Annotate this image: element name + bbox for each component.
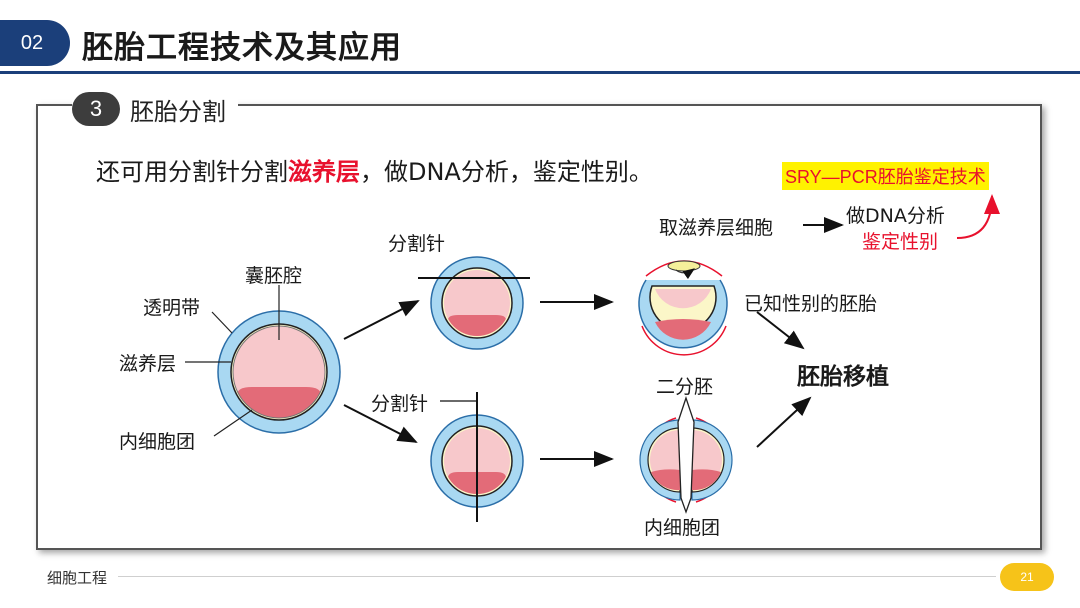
sry-pcr-badge: SRY—PCR胚胎鉴定技术 [782, 162, 989, 190]
footer-label: 细胞工程 [47, 569, 108, 587]
label-inner-cell-mass: 内细胞团 [119, 431, 196, 453]
section-number-badge: 02 [0, 20, 70, 66]
main-sentence-after: ，做DNA分析，鉴定性别。 [360, 158, 653, 186]
top-embryo [418, 256, 530, 350]
subsection-title: 胚胎分割 [130, 97, 226, 126]
main-sentence-highlight: 滋养层 [288, 158, 360, 186]
label-inner-cell-mass-bottom: 内细胞团 [644, 517, 721, 539]
label-needle-bottom: 分割针 [371, 393, 429, 415]
bottom-embryo [430, 392, 524, 522]
subsection-header: 3 胚胎分割 [72, 90, 238, 128]
page-number-badge: 21 [1000, 563, 1054, 591]
label-sex-identification: 鉴定性别 [862, 231, 939, 253]
arrow-to-bottom-embryo [343, 404, 418, 443]
label-half-embryo: 二分胚 [656, 376, 714, 398]
label-zona-pellucida: 透明带 [143, 297, 201, 319]
arrow-to-sry-badge [956, 194, 1000, 239]
arrow-to-transfer-bottom [756, 396, 812, 448]
arrow-to-transfer-top [756, 311, 805, 350]
label-trophoblast: 滋养层 [119, 353, 177, 375]
label-needle-top: 分割针 [388, 233, 446, 255]
page-title: 胚胎工程技术及其应用 [82, 30, 402, 66]
split-gap-arrow [677, 395, 695, 514]
footer-divider [118, 576, 996, 577]
label-known-sex-embryo: 已知性别的胚胎 [744, 293, 878, 315]
label-blastocoel: 囊胚腔 [245, 265, 303, 287]
main-sentence-before: 还可用分割针分割 [96, 158, 288, 186]
sexed-embryo [638, 260, 728, 356]
header-divider [0, 71, 1080, 74]
main-sentence: 还可用分割针分割滋养层，做DNA分析，鉴定性别。 [96, 152, 653, 187]
label-embryo-transfer: 胚胎移植 [797, 364, 889, 390]
label-take-trophoblast-cells: 取滋养层细胞 [659, 217, 774, 239]
half-embryos [639, 395, 733, 514]
label-leaders [185, 285, 280, 437]
label-dna-analysis: 做DNA分析 [846, 205, 945, 227]
subsection-number-badge: 3 [72, 92, 120, 126]
blastocyst [217, 310, 341, 434]
arrow-to-top-embryo [343, 300, 420, 340]
